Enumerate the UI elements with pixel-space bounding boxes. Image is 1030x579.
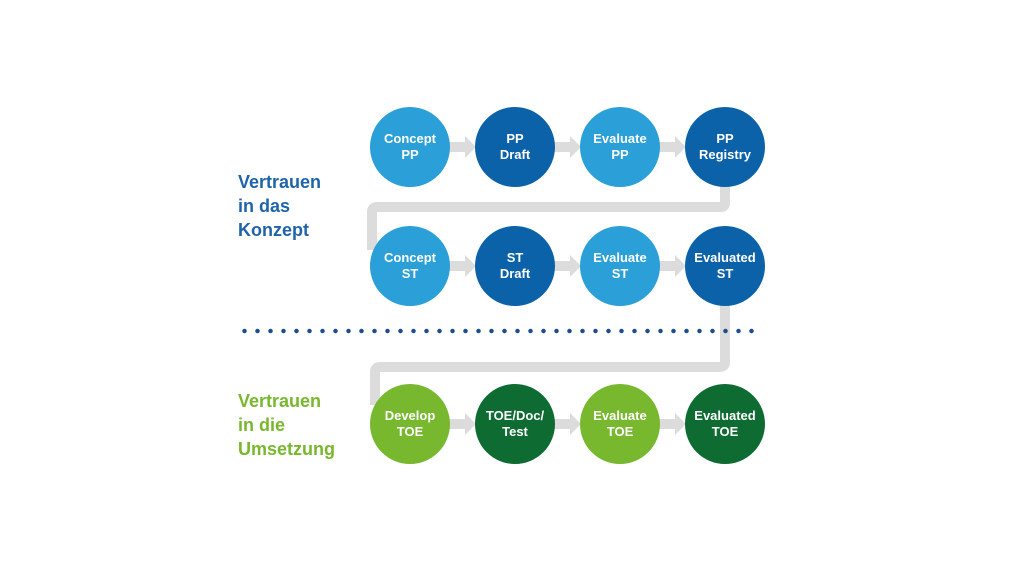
- arrow-row3-2: [553, 413, 581, 435]
- concept-label-line-1: Vertrauen: [238, 172, 322, 192]
- concept-label-line-3: Konzept: [238, 220, 309, 240]
- node-label-line: Evaluated: [694, 408, 756, 423]
- node-label-line: PP: [401, 147, 419, 162]
- implementation-trust-label: Vertrauen in die Umsetzung: [238, 389, 335, 461]
- arrow-row2-3: [658, 255, 686, 277]
- node-label-line: Evaluate: [593, 131, 647, 146]
- node-label-line: Registry: [698, 147, 752, 162]
- arrow-row1-2: [553, 136, 581, 158]
- node-label-line: Concept: [384, 250, 436, 265]
- node-label-line: PP: [506, 131, 524, 146]
- arrow-row3-1: [448, 413, 476, 435]
- node-label-line: Draft: [499, 147, 531, 162]
- node-label-line: Develop: [384, 408, 436, 423]
- node-label-line: ST: [716, 266, 734, 281]
- node-label-line: TOE: [396, 424, 424, 439]
- node-label-line: ST: [611, 266, 629, 281]
- node-label-line: PP: [611, 147, 629, 162]
- implementation-label-line-1: Vertrauen: [238, 391, 322, 411]
- node-label-line: Evaluate: [593, 408, 647, 423]
- concept-label-line-2: in das: [238, 196, 291, 216]
- implementation-label-line-2: in die: [238, 415, 286, 435]
- node-label-line: Draft: [499, 266, 531, 281]
- node-label-line: ST: [506, 250, 524, 265]
- row-connector-1-2: [367, 180, 730, 250]
- node-label-line: Test: [502, 424, 528, 439]
- row-connector-2-3: [370, 300, 730, 405]
- node-label-line: TOE: [606, 424, 634, 439]
- arrow-row1-3: [658, 136, 686, 158]
- implementation-label-line-3: Umsetzung: [238, 439, 336, 459]
- node-label-line: Evaluated: [694, 250, 756, 265]
- node-label-line: ST: [401, 266, 419, 281]
- node-label-line: Evaluate: [593, 250, 647, 265]
- arrow-row2-2: [553, 255, 581, 277]
- arrow-row2-1: [448, 255, 476, 277]
- node-label-line: TOE: [711, 424, 739, 439]
- process-node-3-2: TOE/Doc/Test: [475, 384, 555, 464]
- section-divider: [238, 328, 762, 334]
- node-label-line: TOE/Doc/: [485, 408, 545, 423]
- arrow-row1-1: [448, 136, 476, 158]
- concept-trust-label: Vertrauen in das Konzept: [238, 170, 321, 242]
- arrow-row3-3: [658, 413, 686, 435]
- node-label-line: Concept: [384, 131, 436, 146]
- node-label-line: PP: [716, 131, 734, 146]
